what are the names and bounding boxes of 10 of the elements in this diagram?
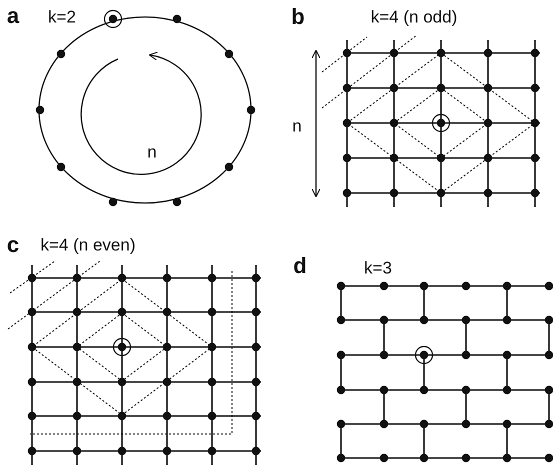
parameter-label: k=4 (n odd)	[370, 8, 458, 26]
panel-letter: d	[293, 255, 307, 277]
parameter-label: k=4 (n even)	[40, 236, 136, 254]
variable-label: n	[147, 144, 157, 160]
panel-letter: a	[6, 5, 20, 27]
panel-letter: c	[6, 234, 20, 256]
panel-letter: b	[291, 6, 305, 28]
variable-label: n	[292, 118, 302, 134]
parameter-label: k=2	[48, 8, 76, 26]
parameter-label: k=3	[364, 260, 392, 276]
